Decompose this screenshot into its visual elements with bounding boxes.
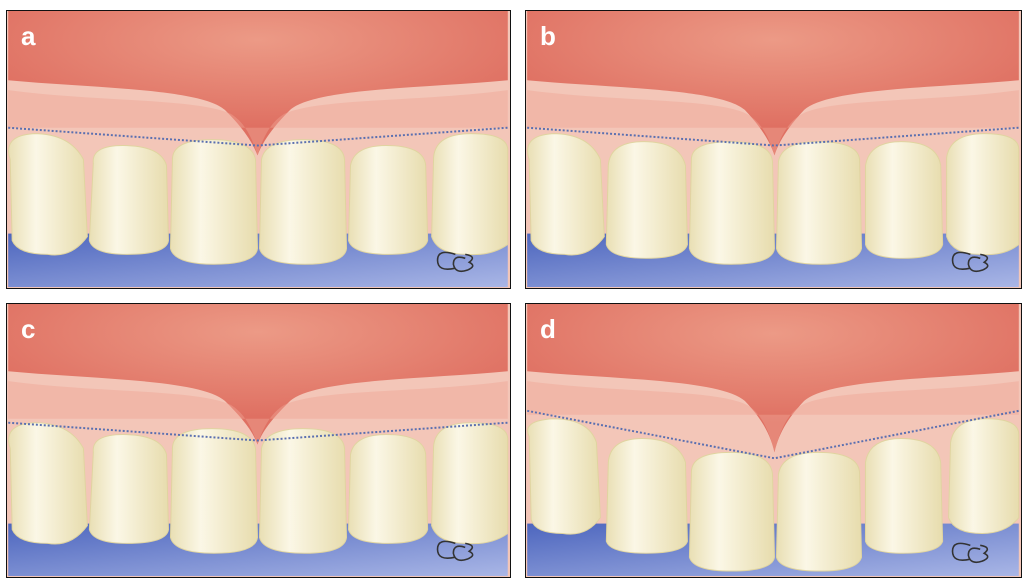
panel-c: c (6, 303, 511, 578)
illustration-b (526, 11, 1020, 287)
panel-label: a (21, 23, 35, 49)
panel-label: c (21, 316, 35, 342)
illustration-d (526, 304, 1020, 576)
panel-label: b (540, 23, 556, 49)
panel-b: b (525, 10, 1022, 289)
illustration-a (7, 11, 509, 287)
panel-a: a (6, 10, 511, 289)
panel-d: d (525, 303, 1022, 578)
illustration-c (7, 304, 509, 576)
panel-label: d (540, 316, 556, 342)
